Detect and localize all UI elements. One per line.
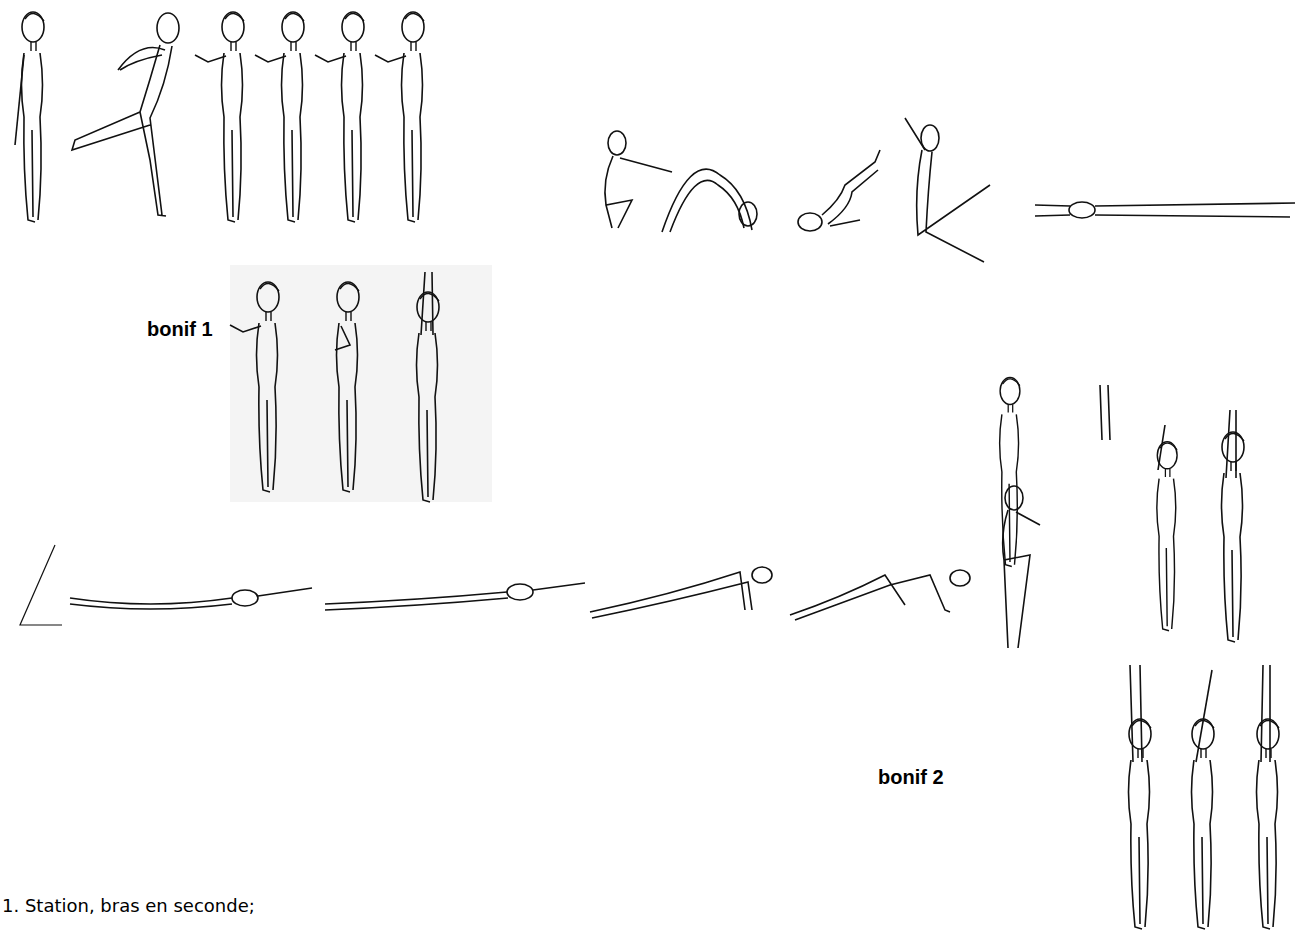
instruction-text: 1. Station, bras en seconde; — [2, 895, 255, 916]
bonif-one-figures — [230, 265, 492, 502]
bonus-label: bonif 1 — [147, 318, 213, 341]
row-three-figures — [20, 378, 1244, 649]
bonus-label: bonif 2 — [878, 766, 944, 789]
row-one-figures — [15, 12, 1295, 262]
bonif-two-figures — [1129, 665, 1280, 929]
